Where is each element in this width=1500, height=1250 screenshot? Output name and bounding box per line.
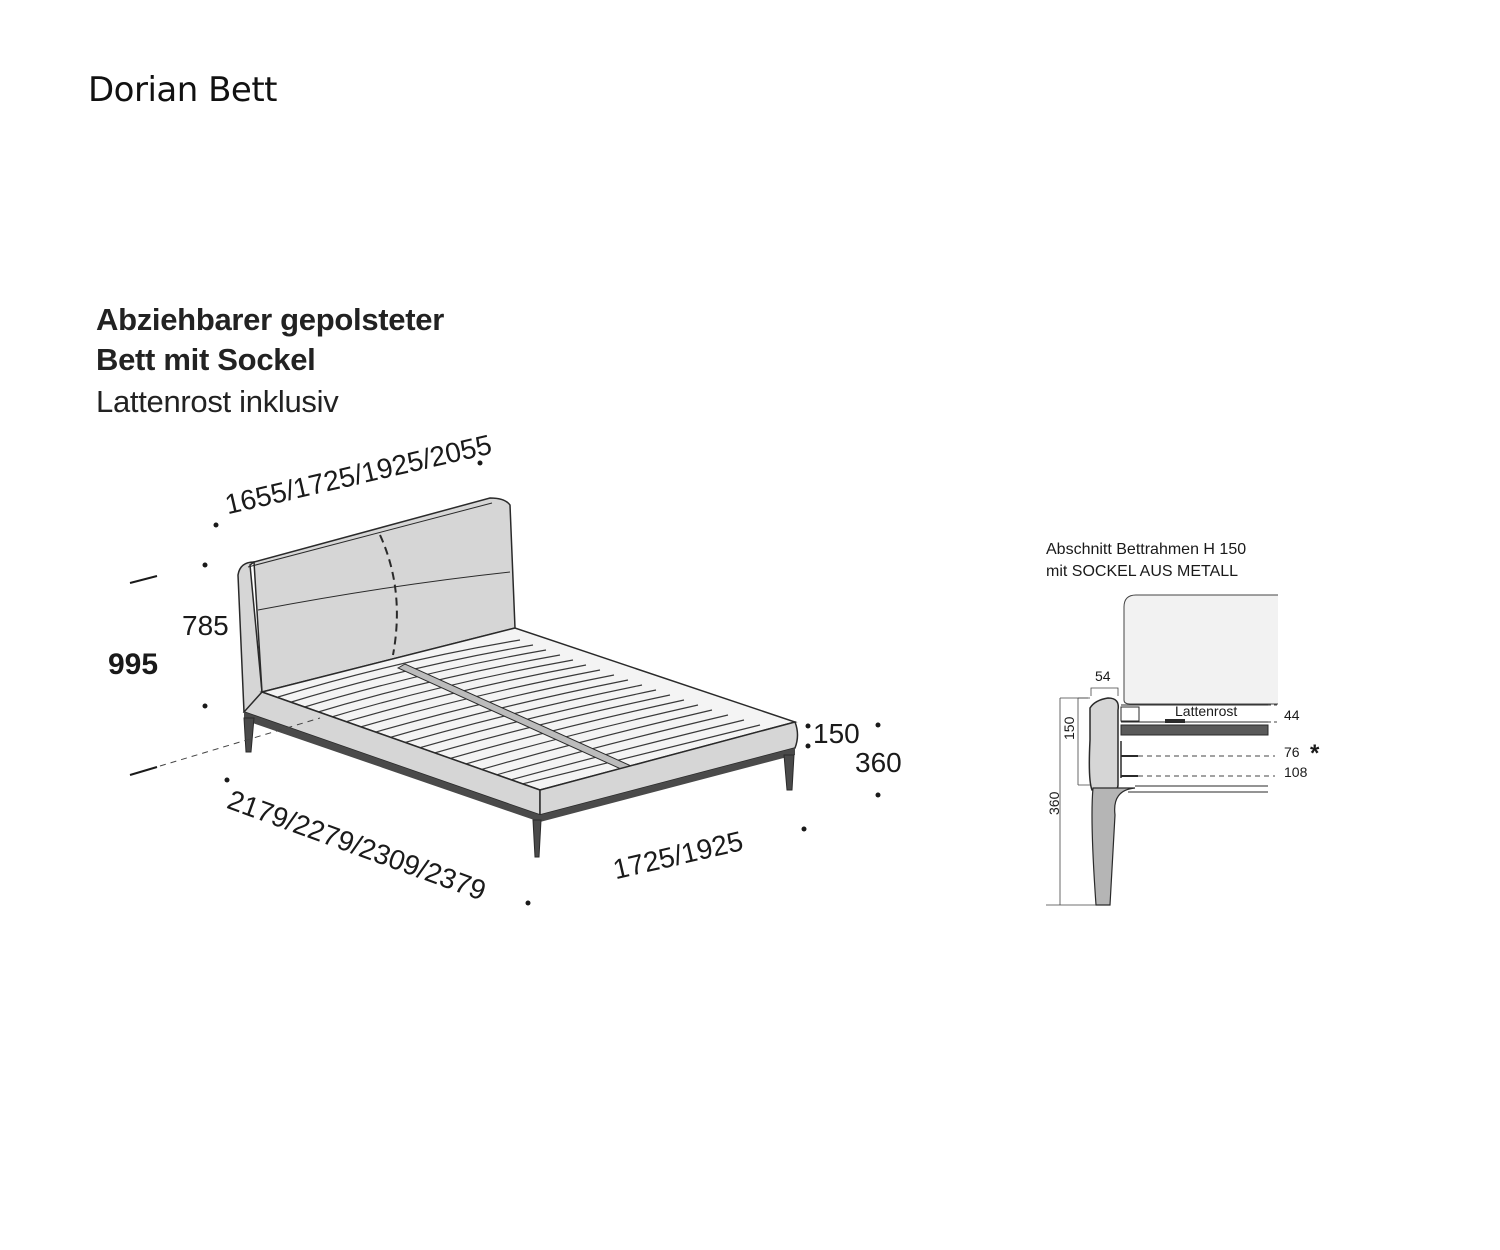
- section-dim-frame-height: 150: [1061, 716, 1077, 740]
- product-subheading: Lattenrost inklusiv: [96, 384, 339, 419]
- dimension-headboard-height: 785: [182, 610, 229, 641]
- dimension-frame-height: 150: [813, 718, 860, 749]
- dimension-top-height: 360: [855, 747, 902, 778]
- page-title: Dorian Bett: [88, 70, 278, 110]
- section-title-line2: mit SOCKEL AUS METALL: [1046, 563, 1239, 580]
- section-slatted-label: Lattenrost: [1175, 703, 1238, 719]
- section-level-44: 44: [1284, 707, 1300, 723]
- section-level-108: 108: [1284, 764, 1308, 780]
- product-heading-line2: Bett mit Sockel: [96, 342, 316, 377]
- dimension-total-height: 995: [108, 648, 159, 681]
- asterisk-icon: *: [1310, 740, 1320, 767]
- section-title-line1: Abschnitt Bettrahmen H 150: [1046, 541, 1247, 558]
- section-level-76: 76: [1284, 744, 1300, 760]
- product-heading-line1: Abziehbarer gepolsteter: [96, 302, 444, 337]
- section-dim-frame-thickness: 54: [1095, 668, 1111, 684]
- section-dim-total-height: 360: [1046, 791, 1062, 815]
